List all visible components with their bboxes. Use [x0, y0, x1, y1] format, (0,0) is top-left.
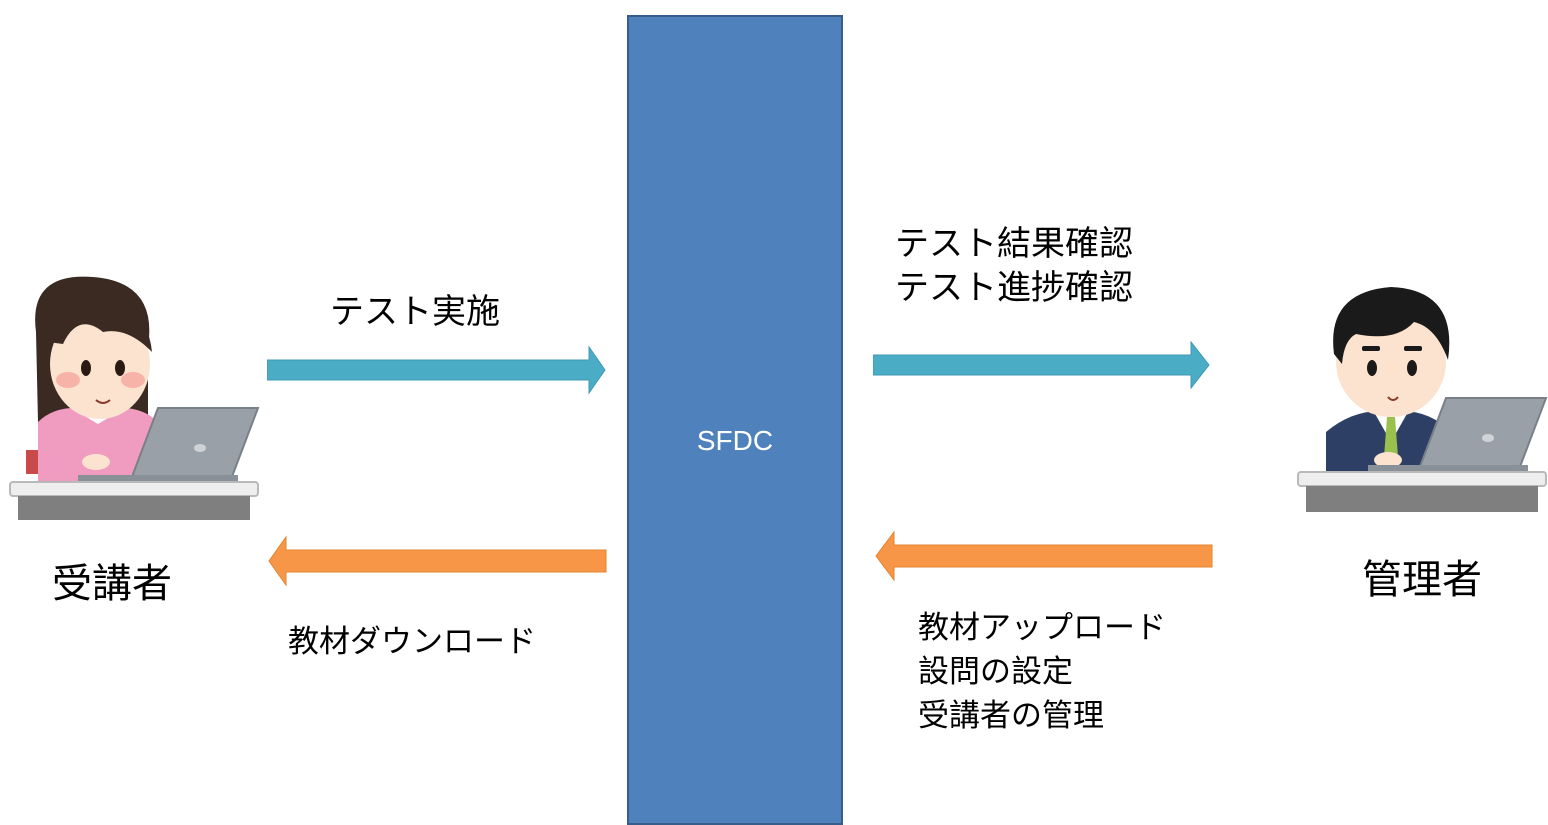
student-label: 受講者 — [52, 561, 172, 607]
arrow-system-to-student — [268, 535, 608, 587]
flow-label-admin-actions: 教材アップロード 設問の設定 受講者の管理 — [918, 606, 1166, 738]
arrow-student-to-system — [267, 345, 607, 395]
flow-label-material-download: 教材ダウンロード — [288, 624, 536, 660]
flow-label-test-execution: テスト実施 — [330, 292, 500, 332]
arrow-system-to-admin — [873, 340, 1213, 390]
admin-label: 管理者 — [1362, 557, 1482, 603]
flow-label-question-settings: 設問の設定 — [918, 654, 1073, 690]
sfdc-system-box: SFDC — [627, 15, 843, 825]
flow-label-student-management: 受講者の管理 — [918, 698, 1104, 734]
flow-label-test-result-check: テスト結果確認 — [895, 224, 1133, 264]
flow-label-material-upload: 教材アップロード — [918, 610, 1166, 646]
arrow-admin-to-system — [874, 530, 1214, 582]
sfdc-label: SFDC — [696, 425, 774, 456]
flow-label-test-progress-check: テスト進捗確認 — [895, 268, 1133, 308]
flow-label-admin-check: テスト結果確認 テスト進捗確認 — [895, 222, 1133, 310]
student-illustration — [8, 272, 260, 522]
admin-illustration — [1296, 272, 1548, 522]
